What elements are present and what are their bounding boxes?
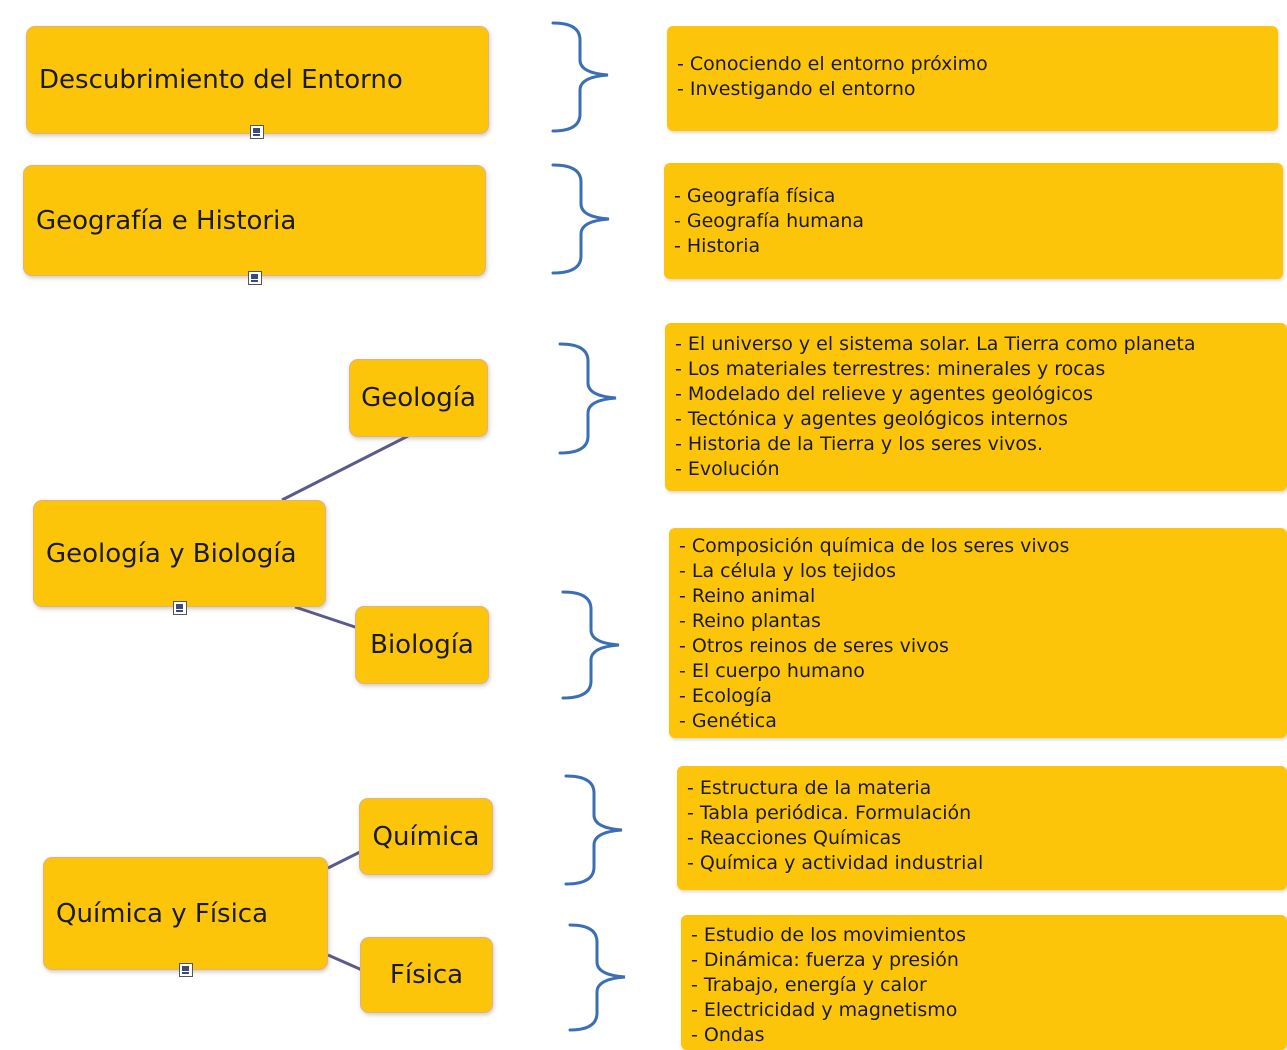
panel-fisica: - Estudio de los movimientos - Dinámica:… <box>681 915 1287 1050</box>
panel-item: - Composición química de los seres vivos <box>679 535 1070 557</box>
brace-2 <box>551 163 610 275</box>
topic-quimica-y-fisica[interactable]: Química y Física <box>43 857 328 970</box>
panel-item: - Historia <box>674 235 761 257</box>
subtopic-quimica[interactable]: Química <box>359 798 493 875</box>
panel-item: - Los materiales terrestres: minerales y… <box>675 358 1106 380</box>
panel-item: - Reacciones Químicas <box>687 827 902 849</box>
panel-item: - Ecología <box>679 685 772 707</box>
subtopic-biologia[interactable]: Biología <box>355 606 489 684</box>
panel-item: - El universo y el sistema solar. La Tie… <box>675 333 1196 355</box>
panel-item: - Química y actividad industrial <box>687 852 984 874</box>
panel-item: - Evolución <box>675 458 780 480</box>
panel-item: - Investigando el entorno <box>677 78 916 100</box>
note-icon[interactable] <box>173 601 187 615</box>
panel-geologia: - El universo y el sistema solar. La Tie… <box>665 323 1287 491</box>
panel-biologia: - Composición química de los seres vivos… <box>669 528 1287 738</box>
topic-label: Descubrimiento del Entorno <box>39 65 403 95</box>
panel-geografia: - Geografía física - Geografía humana - … <box>664 163 1283 279</box>
panel-item: - Otros reinos de seres vivos <box>679 635 949 657</box>
topic-label: Geografía e Historia <box>36 205 297 236</box>
panel-item: - Geografía física <box>674 185 836 207</box>
brace-6 <box>568 923 626 1032</box>
note-icon[interactable] <box>248 271 262 285</box>
panel-item: - El cuerpo humano <box>679 660 865 682</box>
subtopic-label: Física <box>389 960 464 990</box>
topic-geologia-y-biologia[interactable]: Geología y Biología <box>33 500 326 607</box>
panel-item: - Conociendo el entorno próximo <box>677 53 988 75</box>
connector-geologia <box>281 434 409 502</box>
connector-quimica <box>327 850 361 870</box>
panel-item: - Reino animal <box>679 585 816 607</box>
panel-item: - Electricidad y magnetismo <box>691 999 958 1021</box>
panel-item: - Tectónica y agentes geológicos interno… <box>675 408 1068 430</box>
connectors <box>281 434 409 972</box>
note-icon[interactable] <box>179 963 193 977</box>
brace-5 <box>564 774 623 886</box>
topic-geografia-e-historia[interactable]: Geografía e Historia <box>23 165 486 276</box>
panel-item: - Genética <box>679 710 777 732</box>
panel-item: - Modelado del relieve y agentes geológi… <box>675 383 1094 405</box>
connector-fisica <box>327 953 363 972</box>
panel-item: - La célula y los tejidos <box>679 560 896 582</box>
subtopic-fisica[interactable]: Física <box>360 937 493 1013</box>
panel-item: - Estructura de la materia <box>687 777 932 799</box>
panel-item: - Historia de la Tierra y los seres vivo… <box>675 433 1043 455</box>
topic-label: Geología y Biología <box>46 538 297 569</box>
subtopic-label: Química <box>372 821 480 852</box>
subtopic-label: Biología <box>370 630 474 660</box>
panel-item: - Estudio de los movimientos <box>691 924 967 946</box>
brace-4 <box>561 590 620 700</box>
topic-label: Química y Física <box>56 898 269 929</box>
panel-item: - Trabajo, energía y calor <box>691 974 927 996</box>
subtopic-geologia[interactable]: Geología <box>349 359 488 437</box>
subtopic-label: Geología <box>361 383 476 413</box>
connector-biologia <box>294 605 359 630</box>
panel-item: - Ondas <box>691 1024 765 1046</box>
note-icon[interactable] <box>250 125 264 139</box>
panel-item: - Geografía humana <box>674 210 865 232</box>
panel-item: - Dinámica: fuerza y presión <box>691 949 959 971</box>
brace-1 <box>551 21 609 133</box>
panel-item: - Reino plantas <box>679 610 821 632</box>
topic-descubrimiento-del-entorno[interactable]: Descubrimiento del Entorno <box>26 26 489 134</box>
panel-descubrimiento: - Conociendo el entorno próximo - Invest… <box>667 26 1278 131</box>
brace-3 <box>558 342 617 455</box>
panel-quimica: - Estructura de la materia - Tabla perió… <box>677 766 1287 890</box>
panel-item: - Tabla periódica. Formulación <box>687 802 972 824</box>
braces <box>551 21 626 1032</box>
